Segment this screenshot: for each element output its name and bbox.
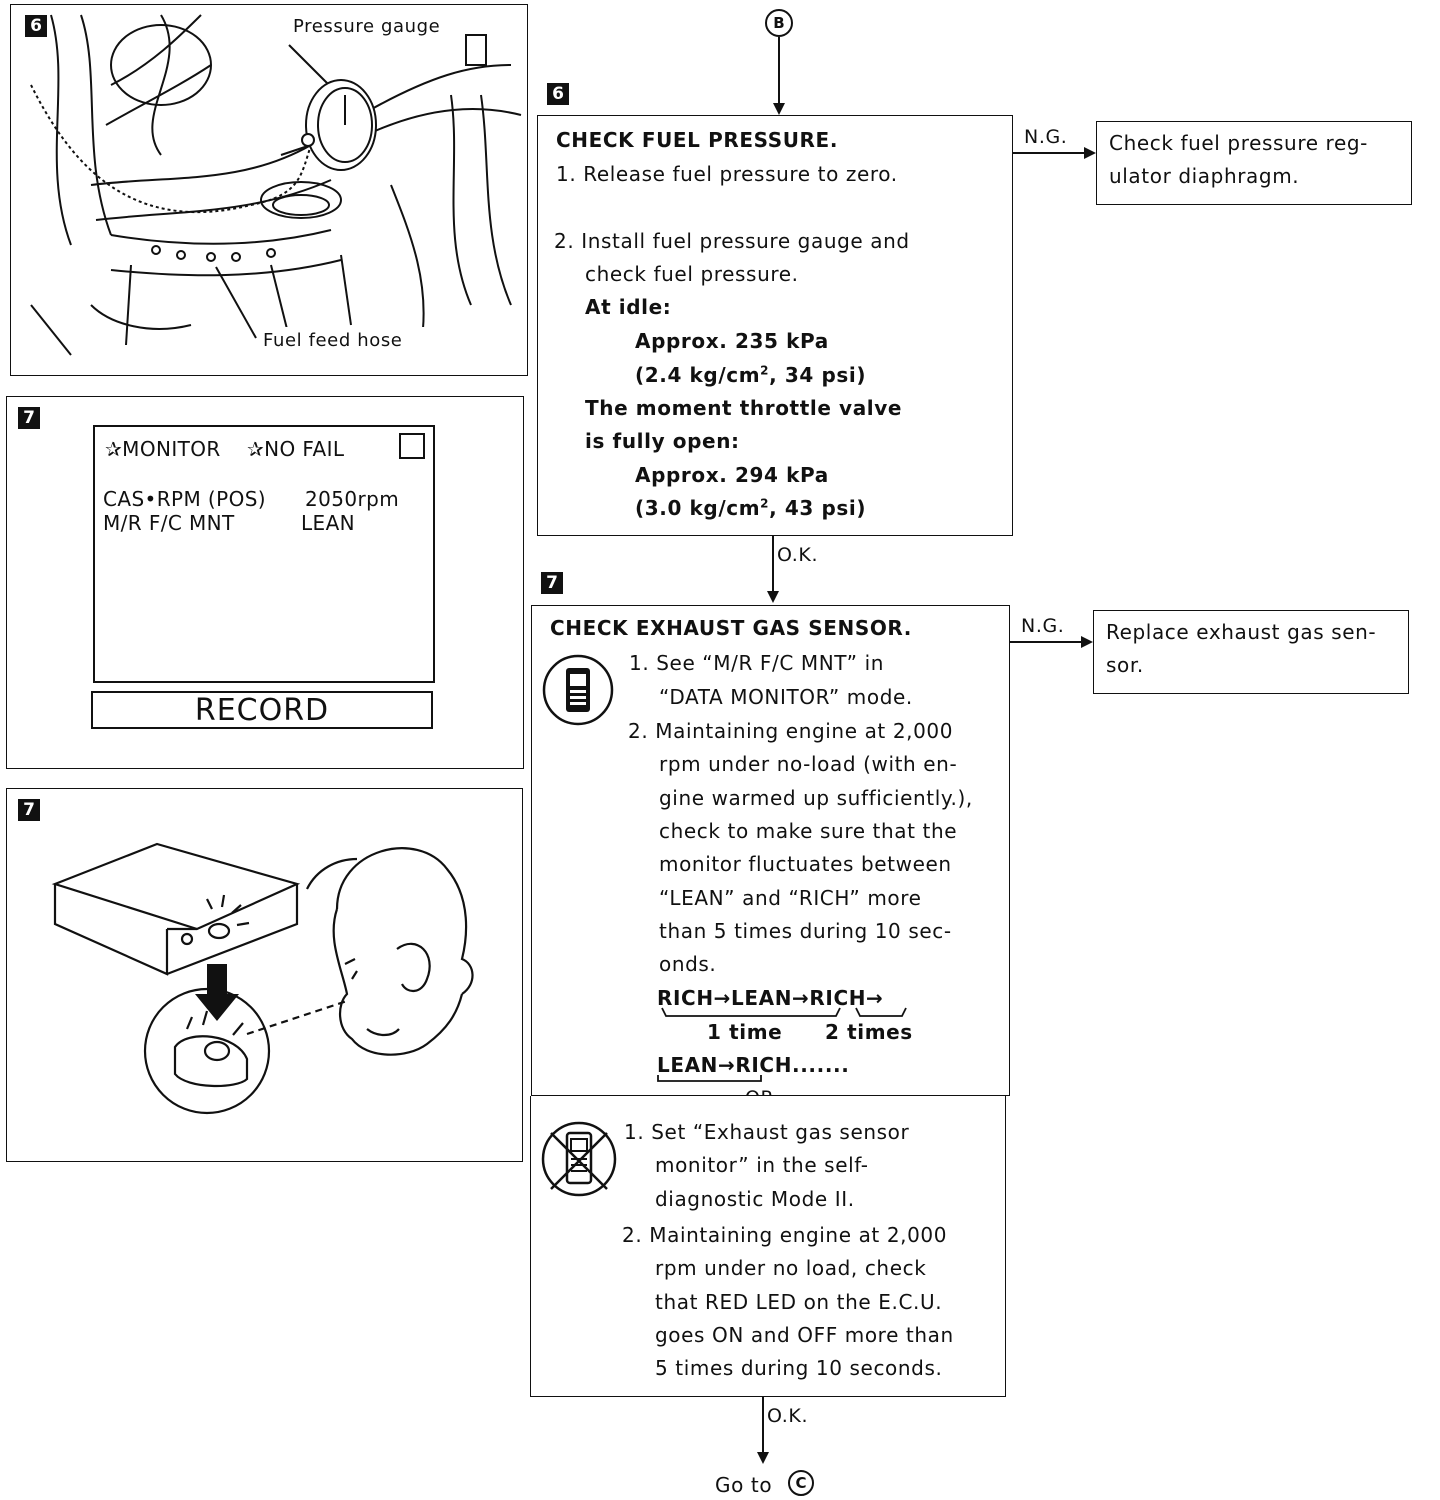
idle-label: At idle: [585,295,672,319]
step7-a2-line5: monitor fluctuates between [659,852,952,876]
step6-item1: 1. Release fuel pressure to zero. [556,162,898,186]
step7-b2-line4: goes ON and OFF more than [655,1323,954,1347]
step7-a2-line3: gine warmed up sufficiently.), [659,786,973,810]
step7-a1-line1: 1. See “M/R F/C MNT” in [629,651,885,675]
fuel-feed-hose-label: Fuel feed hose [263,330,403,351]
step7-ng-box [1093,610,1409,694]
step7-a2-line7: than 5 times during 10 sec- [659,919,952,943]
step6-ng-box [1096,121,1412,205]
record-button[interactable]: RECORD [91,691,433,729]
sequence-two-times: 2 times [825,1020,913,1044]
ng-arrow [1081,636,1093,648]
consult-tool-icon [542,654,614,726]
step7-alt-box [530,1096,1006,1397]
ok-arrow [767,591,779,603]
sequence-one-time: 1 time [707,1020,783,1044]
step7-ok-label: O.K. [767,1405,809,1427]
step7-b1-line3: diagnostic Mode II. [655,1187,855,1211]
step6-ng-text-1: Check fuel pressure reg- [1109,131,1368,155]
mr-fc-mnt-label: M/R F/C MNT [103,511,235,535]
record-button-label: RECORD [194,693,330,728]
rich-lean-sequence: RICH→LEAN→RICH→ [657,986,884,1010]
pressure-gauge-label: Pressure gauge [293,16,441,37]
mr-fc-mnt-value: LEAN [301,511,356,535]
figure-data-monitor-screen: 7 ✰MONITOR ✰NO FAIL CAS•RPM (POS) 2050rp… [6,396,524,769]
no-consult-tool-icon [541,1121,617,1197]
ok-line [772,536,774,592]
throttle-label-2: is fully open: [585,429,740,453]
step7-ng-label: N.G. [1021,615,1065,637]
screen-checkbox[interactable] [399,433,425,459]
step6-badge: 6 [547,83,569,105]
step7-b2-line1: 2. Maintaining engine at 2,000 [622,1223,948,1247]
open-value-kpa: Approx. 294 kPa [635,463,829,487]
step6-title: CHECK FUEL PRESSURE. [556,128,839,152]
step7-b2-line2: rpm under no load, check [655,1256,927,1280]
throttle-label-1: The moment throttle valve [585,396,903,420]
connector-c: C [788,1470,814,1496]
step7-a2-line8: onds. [659,952,717,976]
figure-step-badge: 7 [18,407,40,429]
sequence-brackets [661,1007,907,1017]
step7-badge: 7 [541,572,563,594]
step6-item2b: check fuel pressure. [585,262,799,286]
step6-ng-text-2: ulator diaphragm. [1109,164,1300,188]
step6-box [537,115,1013,536]
figure-step-badge: 7 [18,799,40,821]
ecu-led-illustration [51,842,474,1115]
flow-line [778,37,780,105]
figure-ecu-led-check: 7 [6,788,523,1162]
sequence-underline [657,1075,762,1082]
step7-ng-text-1: Replace exhaust gas sen- [1106,620,1377,644]
step7-a2-line6: “LEAN” and “RICH” more [659,886,922,910]
connector-b: B [765,9,793,37]
step7-b2-line3: that RED LED on the E.C.U. [655,1290,943,1314]
ng-line [1013,152,1085,154]
cas-rpm-label: CAS•RPM (POS) [103,487,267,511]
ng-line [1010,641,1083,643]
step7-a2-line1: 2. Maintaining engine at 2,000 [628,719,954,743]
step7-b2-line5: 5 times during 10 seconds. [655,1356,943,1380]
monitor-display: ✰MONITOR ✰NO FAIL CAS•RPM (POS) 2050rpm … [93,425,435,683]
ok-arrow [757,1452,769,1464]
engine-bay-illustration [30,14,522,357]
step7-title: CHECK EXHAUST GAS SENSOR. [550,616,912,640]
step6-ok-label: O.K. [777,544,819,566]
step7-b1-line1: 1. Set “Exhaust gas sensor [624,1120,910,1144]
step7-a2-line4: check to make sure that the [659,819,958,843]
ng-arrow [1084,147,1096,159]
step7-ng-text-2: sor. [1106,653,1144,677]
step7-a2-line2: rpm under no-load (with en- [659,752,958,776]
connector-c-label: C [795,1474,807,1492]
cas-rpm-value: 2050rpm [305,487,400,511]
goto-label: Go to [715,1473,773,1497]
open-value-imperial: (3.0 kg/cm2, 43 psi) [635,496,867,520]
step6-ng-label: N.G. [1024,126,1068,148]
figure-fuel-pressure-gauge: 6 [10,4,528,376]
figure-step-badge: 6 [25,15,47,37]
connector-b-label: B [773,14,785,32]
lean-rich-sequence: LEAN→RICH....... [657,1053,850,1077]
step6-item2a: 2. Install fuel pressure gauge and [554,229,910,253]
idle-value-kpa: Approx. 235 kPa [635,329,829,353]
step7-a1-line2: “DATA MONITOR” mode. [659,685,913,709]
ok-line [762,1397,764,1453]
step7-b1-line2: monitor” in the self- [655,1153,869,1177]
flow-arrow [773,103,785,115]
no-fail-header: ✰NO FAIL [247,437,345,461]
monitor-header: ✰MONITOR [105,437,221,461]
idle-value-imperial: (2.4 kg/cm2, 34 psi) [635,363,867,387]
